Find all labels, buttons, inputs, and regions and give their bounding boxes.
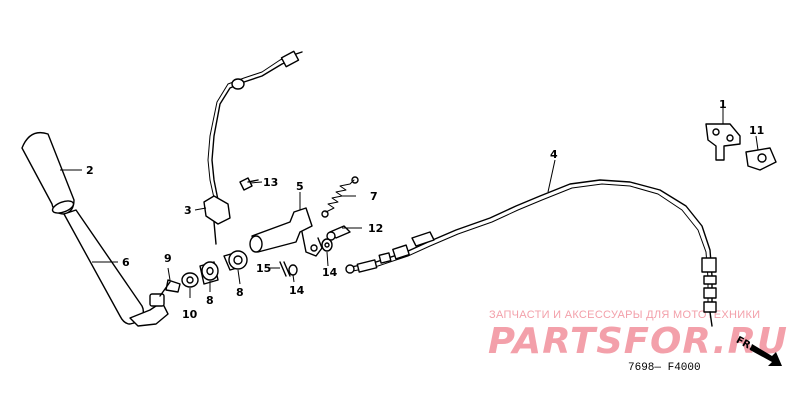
callout-14-left: 14 [289,284,305,297]
callout-5: 5 [296,180,304,193]
part-switch-assembly [203,50,303,245]
part-bolt-9 [159,279,181,297]
callout-labels: 1 2 3 4 5 6 7 8 8 9 10 11 12 13 14 14 15 [86,98,764,321]
callout-3: 3 [184,204,192,217]
part-clamp [745,147,777,171]
part-pin-15 [279,261,291,277]
part-bracket [705,123,741,161]
part-washer-10 [181,272,199,288]
part-washer-14a [288,264,298,276]
part-screw-13 [239,177,259,191]
part-shift-lever [63,209,169,327]
callout-8-bushing: 8 [236,286,244,299]
callout-7: 7 [370,190,378,203]
callout-10: 10 [182,308,198,321]
callout-13: 13 [263,176,278,189]
callout-12: 12 [368,222,383,235]
part-grip [21,131,75,215]
part-washer-14b [321,238,333,252]
callout-14-right: 14 [322,266,338,279]
callout-11: 11 [749,124,764,137]
callout-4: 4 [550,148,558,161]
callout-1: 1 [719,98,727,111]
callout-6: 6 [122,256,130,269]
callout-2: 2 [86,164,94,177]
part-bushing-8b [223,250,248,271]
diagram-code: 7698— F4000 [628,362,701,374]
callout-8-collar: 8 [206,294,214,307]
watermark-brand: PARTSFOR.RU [488,321,788,362]
part-arm [249,207,323,257]
part-spring [321,176,359,218]
watermark-caption: ЗАПЧАСТИ И АКСЕССУАРЫ ДЛЯ МОТОТЕХНИКИ [489,309,760,321]
leader-lines [60,108,759,298]
part-collar-8a [199,261,219,285]
part-bolt-12 [326,225,351,241]
part-cable [345,179,717,327]
callout-15: 15 [256,262,271,275]
callout-9: 9 [164,252,172,265]
